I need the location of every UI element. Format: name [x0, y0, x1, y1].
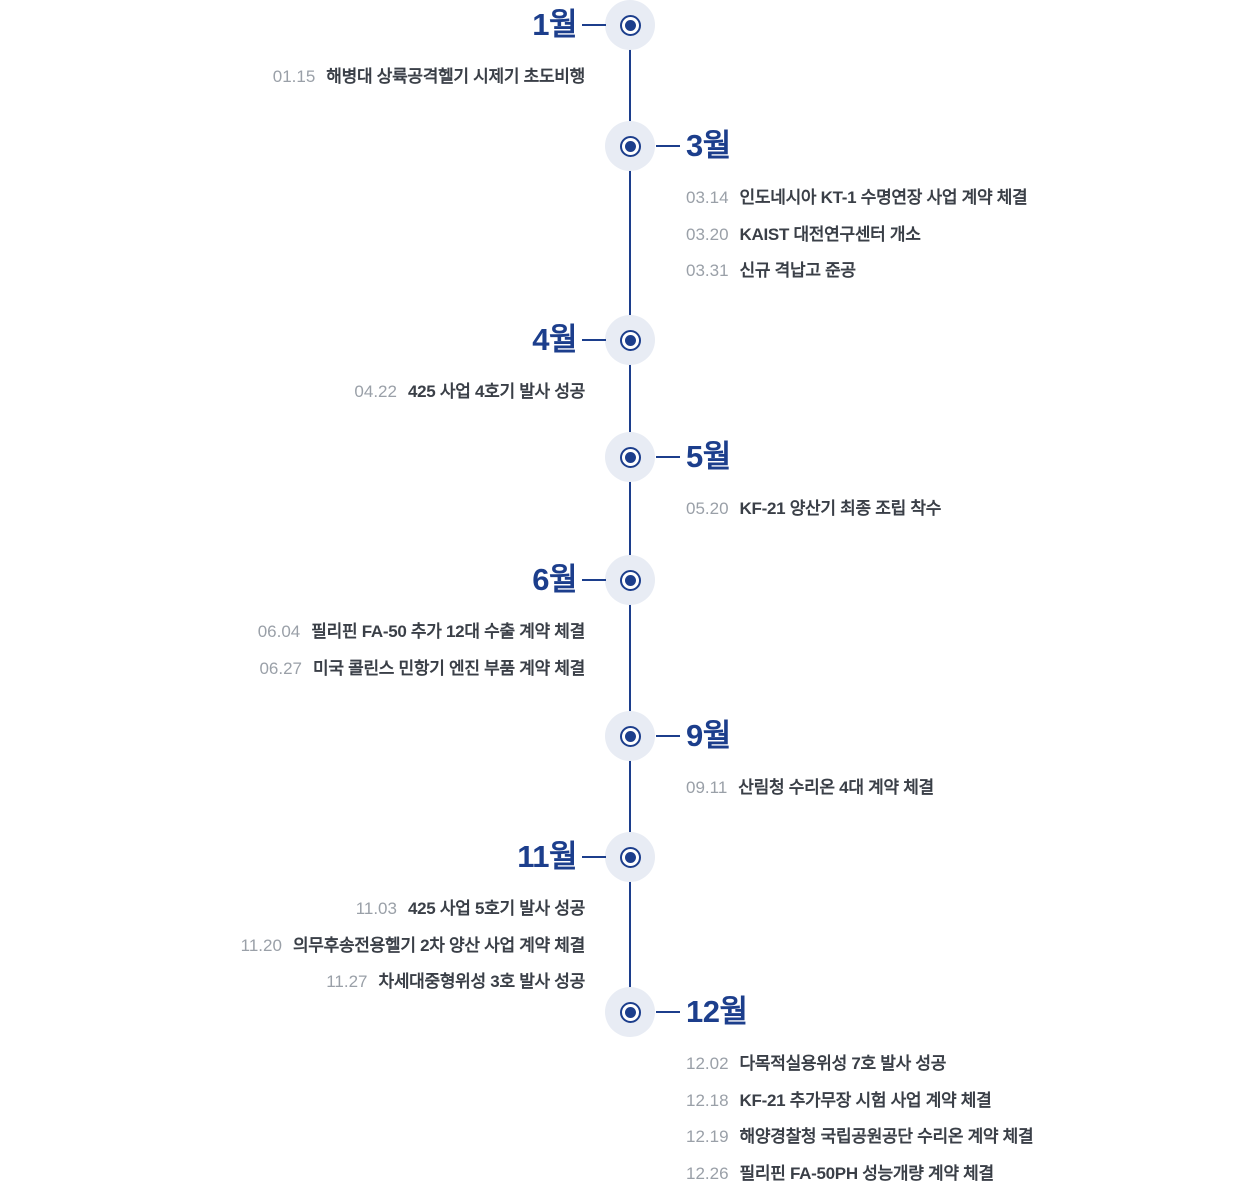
- event-date: 12.26: [686, 1163, 729, 1183]
- timeline-line: [629, 25, 631, 1012]
- node-ring-icon: [619, 14, 641, 36]
- event-row: 05.20 KF-21 양산기 최종 조립 착수: [686, 496, 941, 522]
- node-ring-icon: [619, 1001, 641, 1023]
- event-row: 11.27 차세대중형위성 3호 발사 성공: [326, 969, 585, 995]
- node-dot-icon: [624, 334, 636, 346]
- event-row: 09.11 산림청 수리온 4대 계약 체결: [686, 775, 934, 801]
- event-date: 11.27: [326, 972, 368, 991]
- node-dot-icon: [624, 451, 636, 463]
- event-text: 해병대 상륙공격헬기 시제기 초도비행: [326, 67, 585, 86]
- event-row: 03.31 신규 격납고 준공: [686, 258, 856, 284]
- event-text: KF-21 추가무장 시험 사업 계약 체결: [739, 1090, 992, 1110]
- event-date: 06.04: [257, 622, 301, 641]
- event-date: 09.11: [686, 778, 728, 797]
- month-label: 11월: [517, 839, 577, 874]
- event-text: 산림청 수리온 4대 계약 체결: [738, 778, 934, 797]
- event-row: 12.19 해양경찰청 국립공원공단 수리온 계약 체결: [686, 1124, 1034, 1150]
- event-date: 12.18: [686, 1090, 729, 1110]
- event-text: 425 사업 4호기 발사 성공: [407, 382, 585, 401]
- event-text: 차세대중형위성 3호 발사 성공: [378, 972, 585, 991]
- event-text: 425 사업 5호기 발사 성공: [407, 899, 585, 918]
- node-ring-icon: [619, 569, 641, 591]
- node-ring-icon: [619, 725, 641, 747]
- node-dot-icon: [624, 1006, 636, 1018]
- node-ring-icon: [619, 135, 641, 157]
- event-date: 12.02: [686, 1054, 729, 1073]
- node-connector: [582, 24, 606, 26]
- event-row: 01.15 해병대 상륙공격헬기 시제기 초도비행: [272, 64, 586, 90]
- event-text: 신규 격납고 준공: [739, 261, 857, 280]
- event-text: KF-21 양산기 최종 조립 착수: [739, 499, 942, 518]
- node-dot-icon: [624, 140, 636, 152]
- event-date: 01.15: [272, 67, 316, 86]
- timeline-node: [605, 432, 655, 482]
- node-connector: [582, 339, 606, 341]
- node-ring-icon: [619, 329, 641, 351]
- event-row: 12.02 다목적실용위성 7호 발사 성공: [686, 1051, 946, 1077]
- event-row: 03.14 인도네시아 KT-1 수명연장 사업 계약 체결: [686, 185, 1028, 211]
- month-label: 4월: [532, 322, 577, 357]
- timeline-node: [605, 987, 655, 1037]
- event-row: 11.03 425 사업 5호기 발사 성공: [355, 896, 586, 922]
- node-connector: [582, 579, 606, 581]
- event-text: 인도네시아 KT-1 수명연장 사업 계약 체결: [739, 188, 1028, 207]
- node-dot-icon: [624, 730, 636, 742]
- event-text: 다목적실용위성 7호 발사 성공: [739, 1054, 947, 1073]
- event-date: 05.20: [686, 499, 729, 518]
- month-label: 9월: [686, 718, 731, 753]
- event-date: 04.22: [354, 382, 397, 401]
- event-date: 03.20: [686, 224, 729, 244]
- node-dot-icon: [624, 19, 636, 31]
- node-connector: [656, 735, 680, 737]
- event-row: 11.20 의무후송전용헬기 2차 양산 사업 계약 체결: [240, 933, 586, 959]
- event-text: KAIST 대전연구센터 개소: [739, 224, 921, 244]
- event-row: 03.20 KAIST 대전연구센터 개소: [686, 222, 921, 248]
- event-date: 03.31: [686, 261, 729, 280]
- node-ring-icon: [619, 846, 641, 868]
- node-connector: [656, 1011, 680, 1013]
- event-row: 04.22 425 사업 4호기 발사 성공: [354, 379, 585, 405]
- timeline-node: [605, 711, 655, 761]
- event-text: 해양경찰청 국립공원공단 수리온 계약 체결: [739, 1127, 1034, 1146]
- node-dot-icon: [624, 851, 636, 863]
- month-label: 3월: [686, 128, 731, 163]
- timeline-node: [605, 121, 655, 171]
- event-date: 11.03: [355, 899, 397, 918]
- month-label: 6월: [532, 562, 577, 597]
- event-text: 필리핀 FA-50PH 성능개량 계약 체결: [739, 1163, 995, 1183]
- month-label: 12월: [686, 994, 748, 1029]
- event-text: 의무후송전용헬기 2차 양산 사업 계약 체결: [292, 935, 585, 955]
- timeline-node: [605, 315, 655, 365]
- node-connector: [582, 856, 606, 858]
- month-label: 1월: [532, 7, 577, 42]
- event-row: 12.26 필리핀 FA-50PH 성능개량 계약 체결: [686, 1161, 994, 1187]
- event-date: 12.19: [686, 1127, 729, 1146]
- node-dot-icon: [624, 574, 636, 586]
- event-row: 12.18 KF-21 추가무장 시험 사업 계약 체결: [686, 1088, 992, 1114]
- event-row: 06.04 필리핀 FA-50 추가 12대 수출 계약 체결: [257, 619, 586, 645]
- event-date: 11.20: [240, 935, 282, 955]
- node-connector: [656, 145, 680, 147]
- event-date: 03.14: [686, 188, 729, 207]
- event-date: 06.27: [259, 658, 303, 678]
- node-ring-icon: [619, 446, 641, 468]
- event-text: 필리핀 FA-50 추가 12대 수출 계약 체결: [311, 622, 585, 641]
- node-connector: [656, 456, 680, 458]
- event-text: 미국 콜린스 민항기 엔진 부품 계약 체결: [313, 658, 585, 678]
- timeline-node: [605, 555, 655, 605]
- timeline-node: [605, 832, 655, 882]
- month-label: 5월: [686, 439, 731, 474]
- event-row: 06.27 미국 콜린스 민항기 엔진 부품 계약 체결: [259, 656, 585, 682]
- timeline-node: [605, 0, 655, 50]
